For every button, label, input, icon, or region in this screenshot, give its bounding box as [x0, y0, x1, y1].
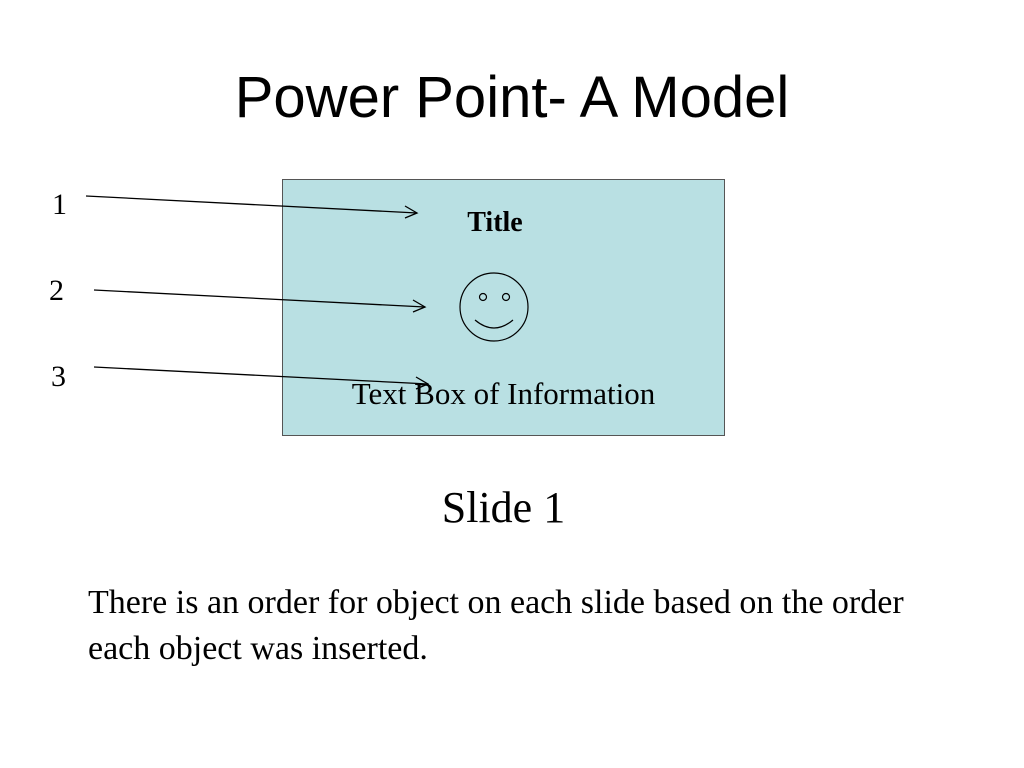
mock-slide-title: Title: [467, 207, 523, 238]
slide-caption: Slide 1: [441, 483, 566, 532]
note-text: There is an order for object on each sli…: [88, 584, 904, 667]
callout-number-2: 2: [49, 274, 64, 307]
callout-number-1: 1: [52, 188, 67, 221]
callout-number-3: 3: [51, 360, 66, 393]
mock-slide-textbox: Text Box of Information: [351, 376, 656, 411]
slide-title: Power Point- A Model: [234, 65, 790, 130]
